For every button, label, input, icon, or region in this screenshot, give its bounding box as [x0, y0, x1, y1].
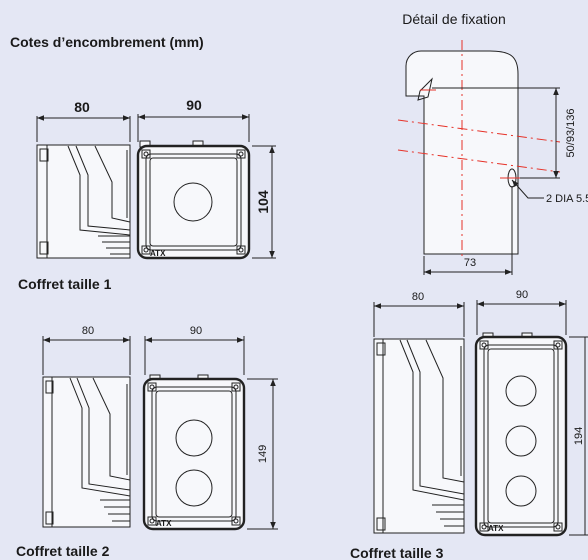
box-3-width-label: 90	[516, 289, 528, 301]
box-3-height-label: 194	[573, 427, 585, 445]
box-2-front-view	[142, 374, 246, 531]
box-2-depth-label: 80	[82, 325, 94, 337]
box-1-caption: Coffret taille 1	[18, 276, 112, 292]
box-2-height-label: 149	[257, 445, 269, 463]
box-3-caption: Coffret taille 3	[350, 545, 444, 560]
box-1-width-label: 90	[186, 97, 202, 113]
box-2-width-label: 90	[190, 325, 202, 337]
mounting-detail-drawing	[397, 40, 561, 275]
box-1-brand: ATX	[150, 249, 166, 258]
box-1-depth-label: 80	[74, 99, 90, 115]
box-size-2-drawing	[42, 336, 278, 531]
box-2-brand: ATX	[156, 519, 172, 528]
upper-slot	[417, 77, 433, 101]
hole-spec-label: 2 DIA 5.5	[546, 193, 588, 205]
pushbutton-hole	[175, 469, 213, 507]
pushbutton-hole	[175, 419, 213, 457]
box-3-brand: ATX	[488, 524, 504, 533]
box-3-front-view	[474, 332, 568, 537]
mounting-plate-outline	[405, 50, 519, 255]
box-2-side-view	[42, 376, 131, 528]
box-1-height-label: 104	[255, 190, 271, 214]
mounting-height-label: 50/93/136	[565, 109, 577, 158]
box-1-front-view	[136, 140, 251, 260]
pushbutton-hole	[505, 425, 537, 457]
box-2-caption: Coffret taille 2	[16, 543, 110, 559]
box-size-1-drawing	[36, 114, 276, 260]
mounting-width-label: 73	[464, 257, 476, 269]
mounting-detail-title: Détail de fixation	[402, 11, 506, 27]
pushbutton-hole	[173, 182, 213, 222]
box-size-3-drawing	[373, 300, 588, 537]
box-3-depth-label: 80	[412, 291, 424, 303]
pushbutton-hole	[505, 375, 537, 407]
box-1-side-view	[36, 144, 131, 259]
page-heading: Cotes d’encombrement (mm)	[10, 34, 204, 50]
box-3-side-view	[373, 338, 465, 534]
pushbutton-hole	[505, 475, 537, 507]
